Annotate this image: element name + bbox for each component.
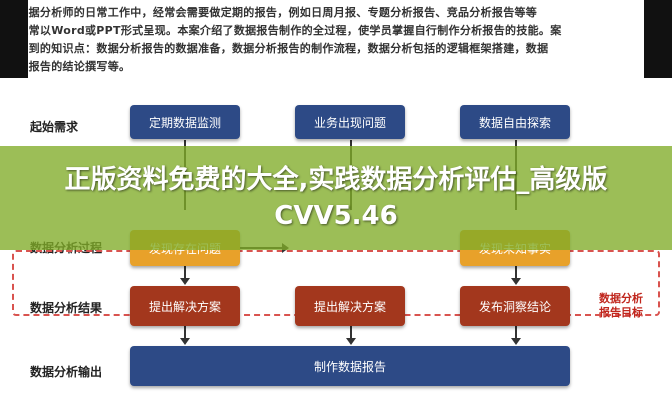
banner-title: 正版资料免费的大全,实践数据分析评估_高级版CVV5.46 xyxy=(64,165,608,231)
box-free-exploration: 数据自由探索 xyxy=(460,105,570,139)
arrow-r3-final xyxy=(511,338,521,345)
intro-line-4: 分析报告的结论撰写等。 xyxy=(6,60,131,73)
connector-r3-final xyxy=(515,326,517,340)
box-make-report: 制作数据报告 xyxy=(130,346,570,386)
intro-line-3: 例用到的知识点：数据分析报告的数据准备，数据分析报告的制作流程，数据分析包括的逻… xyxy=(6,42,549,55)
row-label-start: 起始需求 xyxy=(30,120,79,134)
arrow-o1-r1 xyxy=(180,278,190,285)
arrow-r1-final xyxy=(180,338,190,345)
left-dark-bar xyxy=(0,0,28,78)
intro-line-2: ，通常以Word或PPT形式呈现。本案介绍了数据报告制作的全过程，使学员掌握自行… xyxy=(6,24,562,37)
report-target-label: 数据分析 报告目标 xyxy=(590,292,652,320)
box-business-problem: 业务出现问题 xyxy=(295,105,405,139)
intro-text-block: 在数据分析师的日常工作中，经常会需要做定期的报告，例如日周月报、专题分析报告、竞… xyxy=(0,0,672,78)
report-target-line-1: 数据分析 xyxy=(599,292,643,305)
box-propose-solution-2: 提出解决方案 xyxy=(295,286,405,326)
report-target-line-2: 报告目标 xyxy=(599,306,643,319)
box-propose-solution-1: 提出解决方案 xyxy=(130,286,240,326)
arrow-o2-r3 xyxy=(511,278,521,285)
intro-line-1: 在数据分析师的日常工作中，经常会需要做定期的报告，例如日周月报、专题分析报告、竞… xyxy=(6,6,538,19)
right-dark-bar xyxy=(644,0,672,78)
connector-r1-final xyxy=(184,326,186,340)
connector-o2-r3 xyxy=(515,266,517,280)
title-banner: 正版资料免费的大全,实践数据分析评估_高级版CVV5.46 xyxy=(0,146,672,250)
arrow-r2-final xyxy=(346,338,356,345)
box-periodic-monitoring: 定期数据监测 xyxy=(130,105,240,139)
connector-r2-final xyxy=(350,326,352,340)
connector-o1-r1 xyxy=(184,266,186,280)
box-publish-insights: 发布洞察结论 xyxy=(460,286,570,326)
row-label-result: 数据分析结果 xyxy=(30,301,103,315)
row-label-output: 数据分析输出 xyxy=(30,365,103,379)
